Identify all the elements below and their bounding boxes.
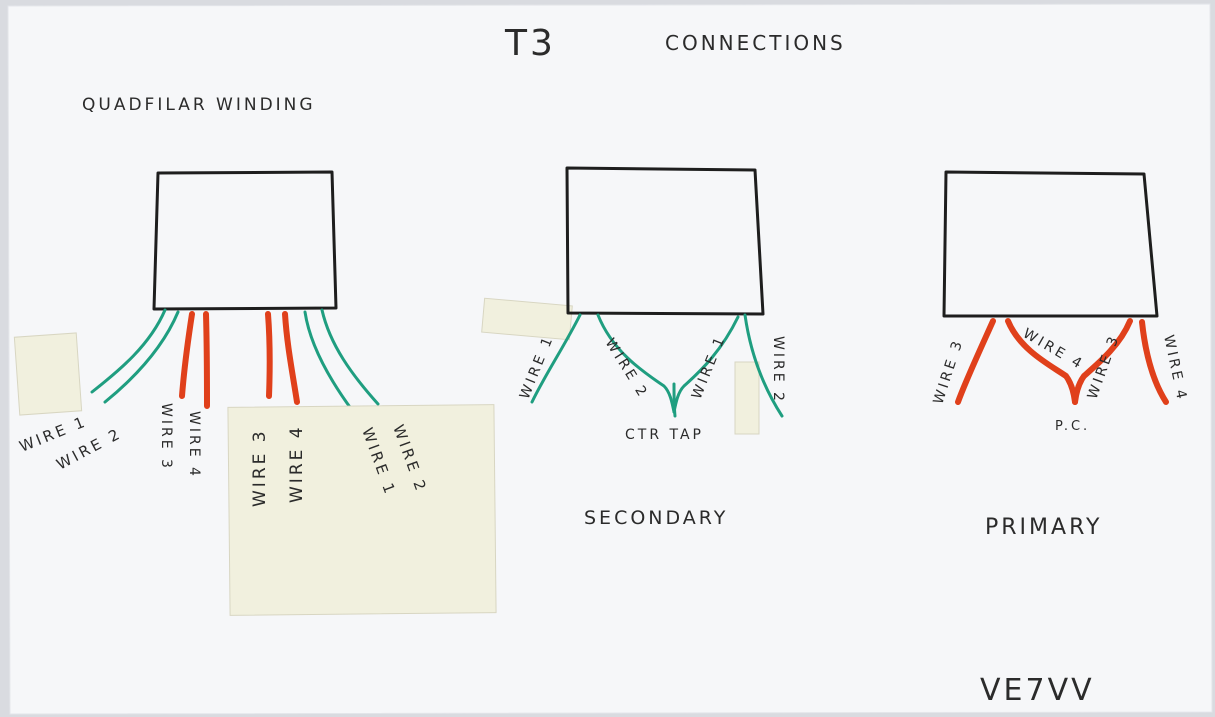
quadfilar-wire-2b [320,308,380,406]
quadfilar-note-wire-4: WIRE 4 [287,424,307,503]
quadfilar-core-box [152,170,338,311]
quadfilar-note-wire-3: WIRE 3 [250,428,270,507]
primary-wire-3-left [955,318,996,405]
title-suffix-text: CONNECTIONS [665,31,846,55]
secondary-center-tap [672,382,677,418]
section-label: QUADFILAR WINDING [82,95,316,115]
primary-wires [955,318,1169,405]
quadfilar-wires [90,308,380,412]
secondary-core-box [565,166,765,316]
quadfilar-wire-3 [179,311,195,399]
secondary-wire-1-left [530,313,582,404]
secondary-wire-1-right [672,315,740,414]
secondary-label-wire-2-right: WIRE 2 [770,336,786,404]
secondary-wire-2-left [596,313,676,414]
secondary-tap-label: CTR TAP [625,427,704,443]
quadfilar-wire-1b [303,310,354,412]
secondary-wires [530,313,784,418]
quadfilar-sticky-note-large [227,404,497,616]
quadfilar-wire-3b [265,311,273,399]
quadfilar-wire-2 [103,310,180,404]
primary-tap-label: P.C. [1055,419,1090,434]
quadfilar-wire-1 [90,308,167,394]
secondary-label: SECONDARY [584,507,728,529]
primary-wire-3-right [1072,318,1133,405]
quadfilar-label-wire-3: WIRE 3 [158,403,174,471]
title-text: T3 [504,23,556,64]
quadfilar-sticky-note-small [13,332,83,416]
secondary-sticky-note-top [481,297,573,341]
primary-wire-4-right [1139,319,1169,405]
author-callsign: VE7VV [980,673,1095,708]
primary-label: PRIMARY [985,515,1102,540]
secondary-sticky-note-right [734,361,760,435]
quadfilar-wire-4b [282,311,300,405]
primary-core-box [942,170,1159,318]
quadfilar-wire-4 [203,311,210,409]
secondary-wire-2-right [743,313,784,418]
quadfilar-label-wire-4: WIRE 4 [186,411,202,479]
